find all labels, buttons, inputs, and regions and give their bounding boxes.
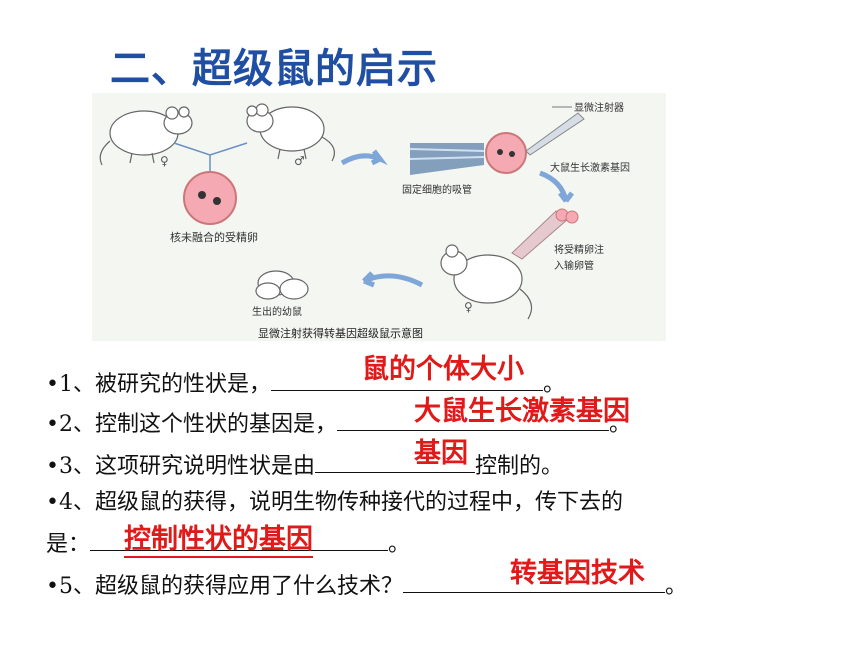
question-2-blank bbox=[336, 404, 609, 431]
question-5-text: •5、超级鼠的获得应用了什么技术？ bbox=[46, 574, 403, 599]
answer-3: 基因 bbox=[414, 438, 468, 469]
question-2-suffix: 。 bbox=[608, 412, 631, 437]
answer-1: 鼠的个体大小 bbox=[362, 354, 524, 385]
question-1-blank bbox=[270, 364, 543, 391]
transfer-pipette-drawing bbox=[511, 208, 579, 260]
page-title: 二、超级鼠的启示 bbox=[110, 46, 438, 92]
question-1-suffix: 。 bbox=[542, 372, 565, 397]
question-4: •4、超级鼠的获得，说明生物传种接代的过程中，传下去的 bbox=[46, 488, 623, 518]
answer-5: 转基因技术 bbox=[510, 558, 645, 589]
question-1-text: •1、被研究的性状是， bbox=[46, 372, 271, 397]
question-2-text: •2、控制这个性状的基因是， bbox=[46, 412, 337, 437]
foster-female-symbol: ♀ bbox=[464, 300, 473, 314]
inject-label-1: 将受精卵注 bbox=[554, 243, 604, 256]
arrow-3 bbox=[362, 271, 424, 288]
question-3: •3、这项研究说明性状是由 控制的。 bbox=[46, 446, 563, 482]
answer-4: 控制性状的基因 bbox=[124, 524, 313, 558]
male-symbol: ♂ bbox=[294, 154, 305, 168]
fertilized-egg-drawing bbox=[183, 171, 237, 225]
question-5: •5、超级鼠的获得应用了什么技术？ 。 bbox=[46, 566, 687, 602]
micro-injector-label: 显微注射器 bbox=[574, 101, 624, 114]
question-2: •2、控制这个性状的基因是， 。 bbox=[46, 404, 631, 440]
male-mouse-drawing bbox=[246, 103, 335, 162]
question-5-suffix: 。 bbox=[664, 574, 687, 599]
question-1: •1、被研究的性状是， 。 bbox=[46, 364, 565, 400]
arrow-2 bbox=[539, 170, 574, 203]
gh-gene-label: 大鼠生长激素基因 bbox=[550, 161, 630, 174]
question-3-blank bbox=[314, 446, 475, 473]
question-4-text: •4、超级鼠的获得，说明生物传种接代的过程中，传下去的 bbox=[46, 490, 623, 515]
figure-caption: 显微注射获得转基因超级鼠示意图 bbox=[258, 326, 423, 340]
pups-drawing bbox=[255, 270, 309, 300]
female-mouse-drawing bbox=[99, 106, 193, 166]
cross-lines bbox=[173, 142, 248, 173]
foster-mouse-drawing bbox=[440, 244, 533, 320]
question-3-suffix: 控制的。 bbox=[474, 454, 563, 479]
question-4-blank bbox=[90, 524, 389, 551]
fertilized-egg-label: 核未融合的受精卵 bbox=[170, 230, 258, 244]
transgenic-mouse-diagram: ♀ ♂ 核未融合的受精卵 bbox=[92, 93, 666, 341]
female-symbol: ♀ bbox=[160, 154, 169, 168]
diagram-svg: ♀ ♂ 核未融合的受精卵 bbox=[99, 101, 630, 340]
answer-2: 大鼠生长激素基因 bbox=[414, 396, 630, 427]
question-4-line-2: 是： 。 bbox=[46, 524, 410, 560]
arrow-1 bbox=[340, 149, 388, 166]
question-4-line2-prefix: 是： bbox=[46, 532, 91, 557]
question-5-blank bbox=[402, 566, 665, 593]
injection-drawing bbox=[409, 112, 585, 175]
question-4-suffix: 。 bbox=[388, 532, 411, 557]
holding-pipette-label: 固定细胞的吸管 bbox=[402, 183, 472, 196]
pups-label: 生出的幼鼠 bbox=[252, 305, 302, 318]
inject-label-2: 入输卵管 bbox=[554, 259, 594, 272]
question-3-text: •3、这项研究说明性状是由 bbox=[46, 454, 315, 479]
